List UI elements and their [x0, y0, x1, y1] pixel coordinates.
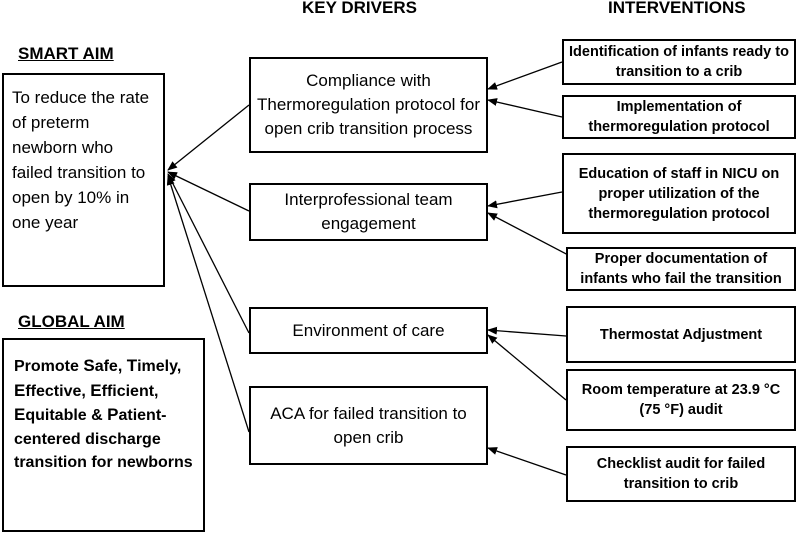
global-aim-initial: S	[83, 356, 95, 375]
global-aim-segment: fficient,	[101, 382, 159, 400]
smart-aim-title: SMART AIM	[18, 44, 114, 63]
intervention-label: Room temperature at 23.9 °C (75 °F) audi…	[581, 382, 781, 418]
arrow-driver2-to-aim	[167, 171, 250, 212]
intervention-label: Education of staff in NICU on proper uti…	[578, 165, 780, 222]
global-aim-title: GLOBAL AIM	[18, 312, 125, 331]
driver-box-3: Environment of care	[249, 307, 488, 354]
global-aim-segment: atient-centered discharge transition for…	[14, 407, 193, 471]
global-aim-initial: T	[126, 356, 138, 375]
global-aim-initial: E	[14, 380, 26, 400]
global-aim-box: Promote Safe, Timely, Effective, Efficie…	[2, 338, 205, 532]
arrow-int6-to-driver3	[487, 334, 567, 401]
arrow-int2-to-driver1	[487, 98, 563, 118]
global-aim-segment: imely,	[137, 358, 182, 375]
intervention-box-6: Room temperature at 23.9 °C (75 °F) audi…	[566, 369, 796, 431]
intervention-label: Implementation of thermoregulation proto…	[588, 99, 770, 135]
global-aim-initial: E	[90, 380, 102, 400]
intervention-box-5: Thermostat Adjustment	[566, 306, 796, 363]
intervention-box-2: Implementation of thermoregulation proto…	[562, 95, 796, 139]
arrow-int1-to-driver1	[487, 61, 563, 90]
interventions-header: INTERVENTIONS	[608, 0, 746, 17]
global-aim-segment: afe,	[94, 358, 127, 375]
arrow-int5-to-driver3	[487, 326, 567, 337]
driver-label: Environment of care	[292, 320, 445, 340]
arrow-int7-to-driver4	[487, 447, 567, 476]
smart-aim-text: To reduce the rate of preterm newborn wh…	[12, 88, 150, 232]
global-aim-segment: ffective,	[25, 382, 91, 400]
intervention-box-7: Checklist audit for failed transition to…	[566, 446, 796, 502]
driver-label: Compliance with Thermoregulation protoco…	[257, 71, 481, 138]
arrow-driver1-to-aim	[167, 104, 250, 171]
intervention-label: Thermostat Adjustment	[599, 326, 763, 343]
global-aim-segment: Promote	[14, 358, 84, 375]
smart-aim-box: To reduce the rate of preterm newborn wh…	[2, 73, 165, 287]
driver-box-1: Compliance with Thermoregulation protoco…	[249, 57, 488, 153]
key-drivers-header: KEY DRIVERS	[302, 0, 417, 17]
driver-label: Interprofessional team engagement	[284, 190, 453, 233]
global-aim-initial: P	[107, 405, 119, 424]
intervention-label: Checklist audit for failed transition to…	[596, 456, 766, 492]
arrow-driver3-to-aim	[167, 173, 250, 334]
intervention-box-4: Proper documentation of infants who fail…	[566, 247, 796, 291]
global-aim-text: Promote Safe, Timely, Effective, Efficie…	[14, 356, 193, 471]
driver-box-2: Interprofessional team engagement	[249, 183, 488, 241]
driver-box-4: ACA for failed transition to open crib	[249, 386, 488, 465]
driver-label: ACA for failed transition to open crib	[270, 403, 467, 447]
global-aim-segment: quitable &	[25, 407, 108, 424]
intervention-label: Identification of infants ready to trans…	[569, 44, 789, 80]
arrow-int3-to-driver2	[487, 191, 563, 209]
global-aim-initial: E	[14, 405, 26, 424]
intervention-box-3: Education of staff in NICU on proper uti…	[562, 153, 796, 234]
intervention-label: Proper documentation of infants who fail…	[580, 251, 782, 287]
intervention-box-1: Identification of infants ready to trans…	[562, 39, 796, 85]
